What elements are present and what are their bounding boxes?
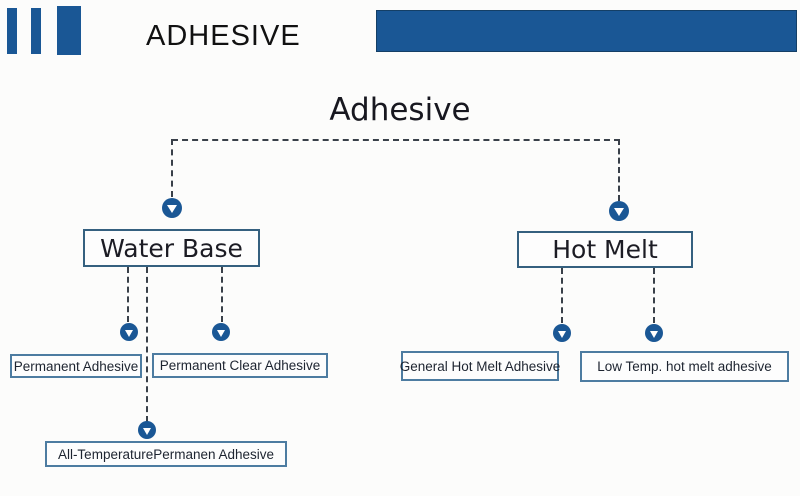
connector-line [172,139,620,141]
logo-bar-icon [31,8,41,54]
arrow-down-icon [162,198,182,218]
arrow-down-icon [645,324,663,342]
node-general-hot-melt-adhesive: General Hot Melt Adhesive [399,351,561,381]
node-label: General Hot Melt Adhesive [399,358,561,374]
connector-line [561,268,563,323]
node-water-base: Water Base [83,229,260,267]
node-label: Hot Melt [552,235,658,264]
arrow-down-icon [212,323,230,341]
connector-line [171,139,173,197]
connector-line [146,267,148,422]
connector-line [653,268,655,323]
arrow-down-icon [553,324,571,342]
node-low-temp-hot-melt-adhesive: Low Temp. hot melt adhesive [580,351,789,382]
header-title: ADHESIVE [146,20,301,52]
connector-line [618,139,620,201]
diagram-root-label: Adhesive [329,92,471,128]
node-label: Permanent Clear Adhesive [159,358,321,373]
node-permanent-clear-adhesive: Permanent Clear Adhesive [152,353,328,378]
arrow-down-icon [138,421,156,439]
node-label: Water Base [100,233,243,263]
logo-bar-icon [57,6,81,55]
arrow-down-icon [120,323,138,341]
connector-line [221,267,223,322]
node-label: Permanent Adhesive [13,358,139,374]
node-label: All-TemperaturePermanen Adhesive [57,446,275,462]
node-all-temperature-permanent-adhesive: All-TemperaturePermanen Adhesive [45,441,287,467]
logo-bar-icon [7,8,17,54]
node-permanent-adhesive: Permanent Adhesive [10,354,142,378]
node-hot-melt: Hot Melt [517,231,693,268]
node-label: Low Temp. hot melt adhesive [597,359,772,374]
header-band-decoration [376,10,797,52]
arrow-down-icon [609,201,629,221]
connector-line [127,267,129,322]
